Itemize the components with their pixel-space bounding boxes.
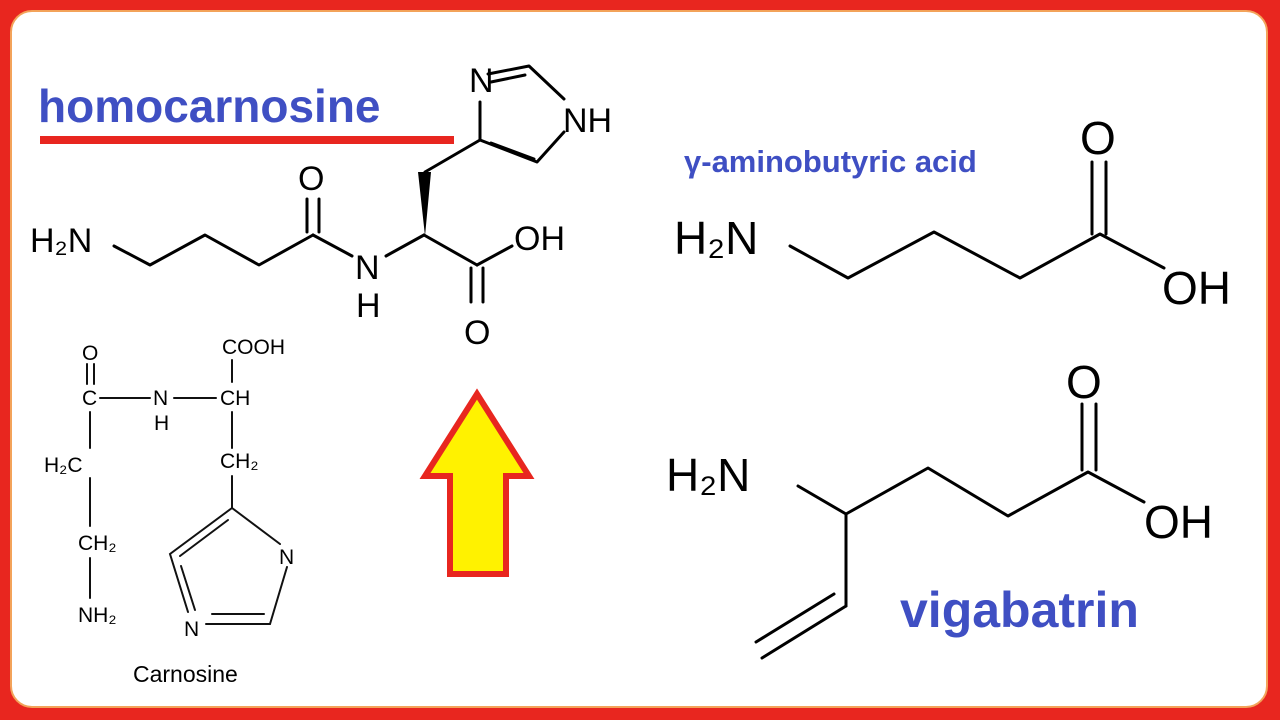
h2n-label: H₂N [30, 222, 92, 260]
vigabatrin-vinyl-bond-b [754, 592, 836, 644]
gaba-h2n: H₂N [674, 212, 758, 264]
gaba-oxygen: O [1080, 112, 1116, 164]
carnosine-carbon: C [82, 387, 97, 410]
gaba-structure: γ-aminobutyric acid H₂N O OH [674, 112, 1231, 314]
acid-oh-bond [475, 244, 514, 267]
carnosine-hydrogen: H [154, 412, 169, 435]
carnosine-ring-double-b [180, 565, 196, 611]
carnosine-structure: O C N H CH COOH CH₂ H₂C CH₂ NH₂ N N Carn… [44, 336, 294, 687]
amide-bond [311, 233, 354, 258]
vigabatrin-oxygen: O [1066, 356, 1102, 408]
vigabatrin-chain-bond [796, 466, 1146, 518]
up-arrow-icon [419, 388, 535, 577]
carnosine-ring-double-a [179, 519, 229, 557]
gaba-chain-bond [788, 230, 1166, 280]
carnosine-imidazole-ring [168, 507, 288, 625]
carnosine-side-ch2: CH₂ [220, 450, 258, 473]
ring-nitrogen: N [469, 62, 494, 100]
amide-nitrogen: N [355, 249, 380, 287]
homocarnosine-title: homocarnosine [38, 80, 381, 132]
stereo-wedge-bond [418, 172, 431, 236]
carnosine-ring-n-bottom: N [184, 618, 199, 641]
alpha-carboxyl-bond [422, 233, 479, 267]
vigabatrin-structure: H₂N O OH vigabatrin [666, 356, 1213, 660]
diagram-frame: homocarnosine H₂N O N H OH O N NH O C N … [10, 10, 1268, 708]
gaba-title: γ-aminobutyric acid [684, 144, 977, 179]
carnosine-caption: Carnosine [133, 661, 238, 687]
carnosine-chain-ch2: CH₂ [78, 532, 116, 555]
ring-double-bond-bottom [489, 141, 536, 161]
acid-hydroxyl: OH [514, 220, 565, 258]
ring-link-bond [423, 138, 482, 174]
gaba-hydroxyl: OH [1162, 262, 1231, 314]
vigabatrin-h2n: H₂N [666, 449, 750, 501]
vigabatrin-title: vigabatrin [900, 582, 1139, 638]
vigabatrin-hydroxyl: OH [1144, 496, 1213, 548]
molecule-diagram: homocarnosine H₂N O N H OH O N NH O C N … [30, 62, 1231, 687]
carbonyl-oxygen: O [298, 160, 324, 198]
carnosine-cooh: COOH [222, 336, 285, 359]
carnosine-h2c: H₂C [44, 454, 82, 477]
carnosine-nh2: NH₂ [78, 604, 116, 627]
carnosine-ring-n-right: N [279, 546, 294, 569]
ring-double-bond-top [489, 73, 527, 84]
ring-nh: NH [563, 102, 612, 140]
vigabatrin-vinyl-bond-a [760, 604, 848, 660]
title-underline [40, 136, 454, 144]
carnosine-ch: CH [220, 387, 250, 410]
carnosine-oxygen: O [82, 342, 98, 365]
acid-oxygen: O [464, 314, 490, 352]
amide-hydrogen: H [356, 287, 381, 325]
n-alpha-bond [384, 233, 426, 258]
homocarnosine-structure: homocarnosine H₂N O N H OH O N NH [30, 62, 612, 352]
carnosine-nitrogen: N [153, 387, 168, 410]
butyl-chain-bond [112, 233, 315, 267]
